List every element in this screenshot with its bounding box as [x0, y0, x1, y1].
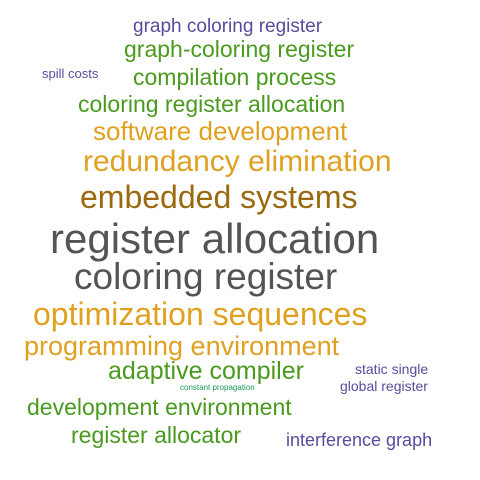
word-graph-coloring-register: graph coloring register	[133, 16, 323, 37]
word-graph-coloring-register-hyph: graph-coloring register	[124, 36, 355, 62]
word-redundancy-elimination: redundancy elimination	[83, 145, 392, 178]
word-global-register: global register	[340, 378, 428, 394]
word-adaptive-compiler: adaptive compiler	[108, 357, 304, 385]
word-coloring-register-allocation: coloring register allocation	[78, 91, 346, 117]
word-register-allocator: register allocator	[71, 422, 242, 448]
word-coloring-register: coloring register	[74, 256, 338, 297]
word-embedded-systems: embedded systems	[80, 179, 358, 215]
word-spill-costs: spill costs	[42, 66, 99, 81]
word-static-single: static single	[355, 361, 429, 377]
word-compilation-process: compilation process	[133, 64, 337, 90]
word-interference-graph: interference graph	[286, 430, 433, 450]
word-constant-propagation: constant propagation	[180, 383, 255, 392]
word-optimization-sequences: optimization sequences	[33, 296, 368, 332]
word-development-environment: development environment	[27, 394, 292, 420]
word-software-development: software development	[93, 116, 348, 146]
word-programming-environment: programming environment	[24, 331, 340, 361]
word-register-allocation: register allocation	[50, 215, 380, 262]
